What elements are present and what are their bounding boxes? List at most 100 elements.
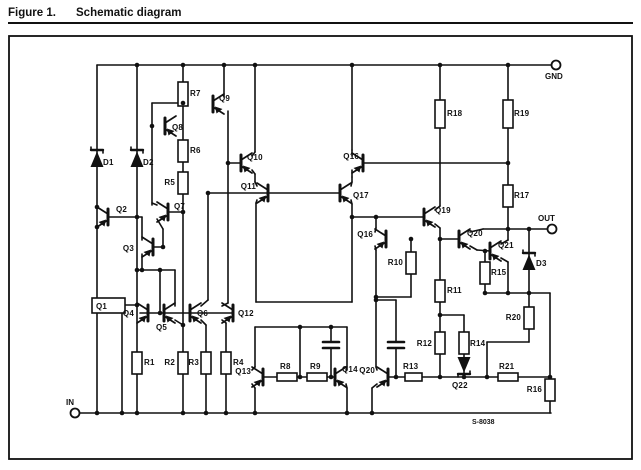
junction-dot: [408, 236, 414, 242]
junction-dot: [437, 236, 443, 242]
resistor-body: [405, 251, 417, 275]
resistor-body: [502, 99, 514, 129]
resistor-body: [131, 351, 143, 375]
bjt-Q16b: [374, 228, 388, 250]
label-R10: R10: [388, 258, 404, 267]
wire: [339, 182, 352, 191]
resv-R19: [502, 99, 514, 129]
diode-triangle: [130, 151, 144, 167]
label-Q2: Q2: [116, 205, 127, 214]
resistor-body: [502, 184, 514, 208]
junction-dot: [547, 374, 553, 380]
bjt-Q14: [333, 366, 347, 388]
label-R3: R3: [188, 358, 199, 367]
label-Q8: Q8: [172, 123, 183, 132]
bjt-Q16a: [351, 152, 365, 174]
wire: [351, 152, 364, 161]
figure-number: Figure 1.: [8, 7, 56, 19]
label-R17: R17: [514, 191, 530, 200]
junction-dot: [203, 410, 209, 416]
resh-R8: [276, 372, 298, 382]
resv-R4: [220, 351, 232, 375]
box-Q1: [91, 297, 126, 314]
label-Q16b: Q16: [357, 230, 373, 239]
wire: [200, 299, 209, 307]
resv-R12: [434, 331, 446, 355]
bjt-Q7: [156, 201, 170, 223]
bjt-Q3: [141, 236, 155, 258]
label-Q22: Q22: [452, 381, 468, 390]
junction-dot: [328, 374, 334, 380]
junction-dot: [349, 62, 355, 68]
wire: [375, 366, 378, 371]
bjt-Q19: [422, 206, 436, 228]
junction-dot: [328, 324, 334, 330]
wire: [141, 236, 154, 245]
resistor-body: [177, 139, 189, 163]
junction-dot: [505, 160, 511, 166]
bjt-Q13: [251, 366, 265, 388]
resh-R13: [404, 372, 423, 382]
terminal-label-IN: IN: [66, 398, 74, 407]
wire: [156, 201, 169, 210]
bjt-Q8: [163, 115, 177, 137]
label-R2: R2: [164, 358, 175, 367]
junction-dot: [461, 374, 467, 380]
label-R18: R18: [447, 109, 463, 118]
resistor-body: [523, 306, 535, 330]
label-R20: R20: [506, 313, 522, 322]
emitter-arrow: [378, 379, 386, 387]
emitter-arrow: [243, 165, 251, 173]
junction-dot: [526, 226, 532, 232]
resistor-body: [177, 171, 189, 195]
junction-dot: [437, 62, 443, 68]
label-Q19: Q19: [435, 206, 451, 215]
emitter-arrow: [143, 249, 151, 257]
wire: [164, 115, 177, 124]
resv-R14: [458, 331, 470, 355]
junction-dot: [180, 62, 186, 68]
emitter-arrow: [353, 165, 361, 173]
junction-dot: [180, 209, 186, 215]
wire: [500, 239, 509, 245]
label-Q17: Q17: [353, 191, 369, 200]
junction-dot: [134, 410, 140, 416]
label-R12: R12: [417, 339, 433, 348]
junction-dot: [252, 62, 258, 68]
label-Q11: Q11: [241, 182, 257, 191]
junction-dot: [221, 62, 227, 68]
label-R13: R13: [403, 362, 419, 371]
resistor-body: [220, 351, 232, 375]
terminal-IN: IN: [66, 398, 81, 419]
wire: [434, 205, 441, 211]
junction-dot: [180, 322, 186, 328]
junction-dot: [180, 100, 186, 106]
wire: [251, 366, 264, 375]
label-R16: R16: [527, 385, 543, 394]
label-Q21: Q21: [498, 241, 514, 250]
label-D1: D1: [103, 158, 114, 167]
label-Q7: Q7: [174, 202, 185, 211]
bjt-Q6: [188, 302, 202, 324]
bjt-Q10: [239, 152, 253, 174]
junction-dot: [505, 290, 511, 296]
junction-dot: [297, 374, 303, 380]
junction-dot: [482, 290, 488, 296]
terminal-circle-IN: [69, 407, 81, 419]
cap-gap: [322, 342, 340, 348]
resistor-body: [434, 279, 446, 303]
resv-R2: [177, 351, 189, 375]
wire: [256, 182, 269, 191]
junction-dot: [134, 302, 140, 308]
zener-Q22: [456, 357, 472, 378]
terminal-OUT: OUT: [538, 214, 558, 235]
label-R5: R5: [164, 178, 175, 187]
label-Q4: Q4: [123, 309, 134, 318]
junction-dot: [225, 160, 231, 166]
wire: [423, 206, 436, 215]
wire: [163, 302, 176, 311]
bjt-Q17: [338, 182, 352, 204]
terminal-GND: GND: [545, 59, 563, 81]
junction-dot: [149, 123, 155, 129]
label-Q10: Q10: [247, 153, 263, 162]
